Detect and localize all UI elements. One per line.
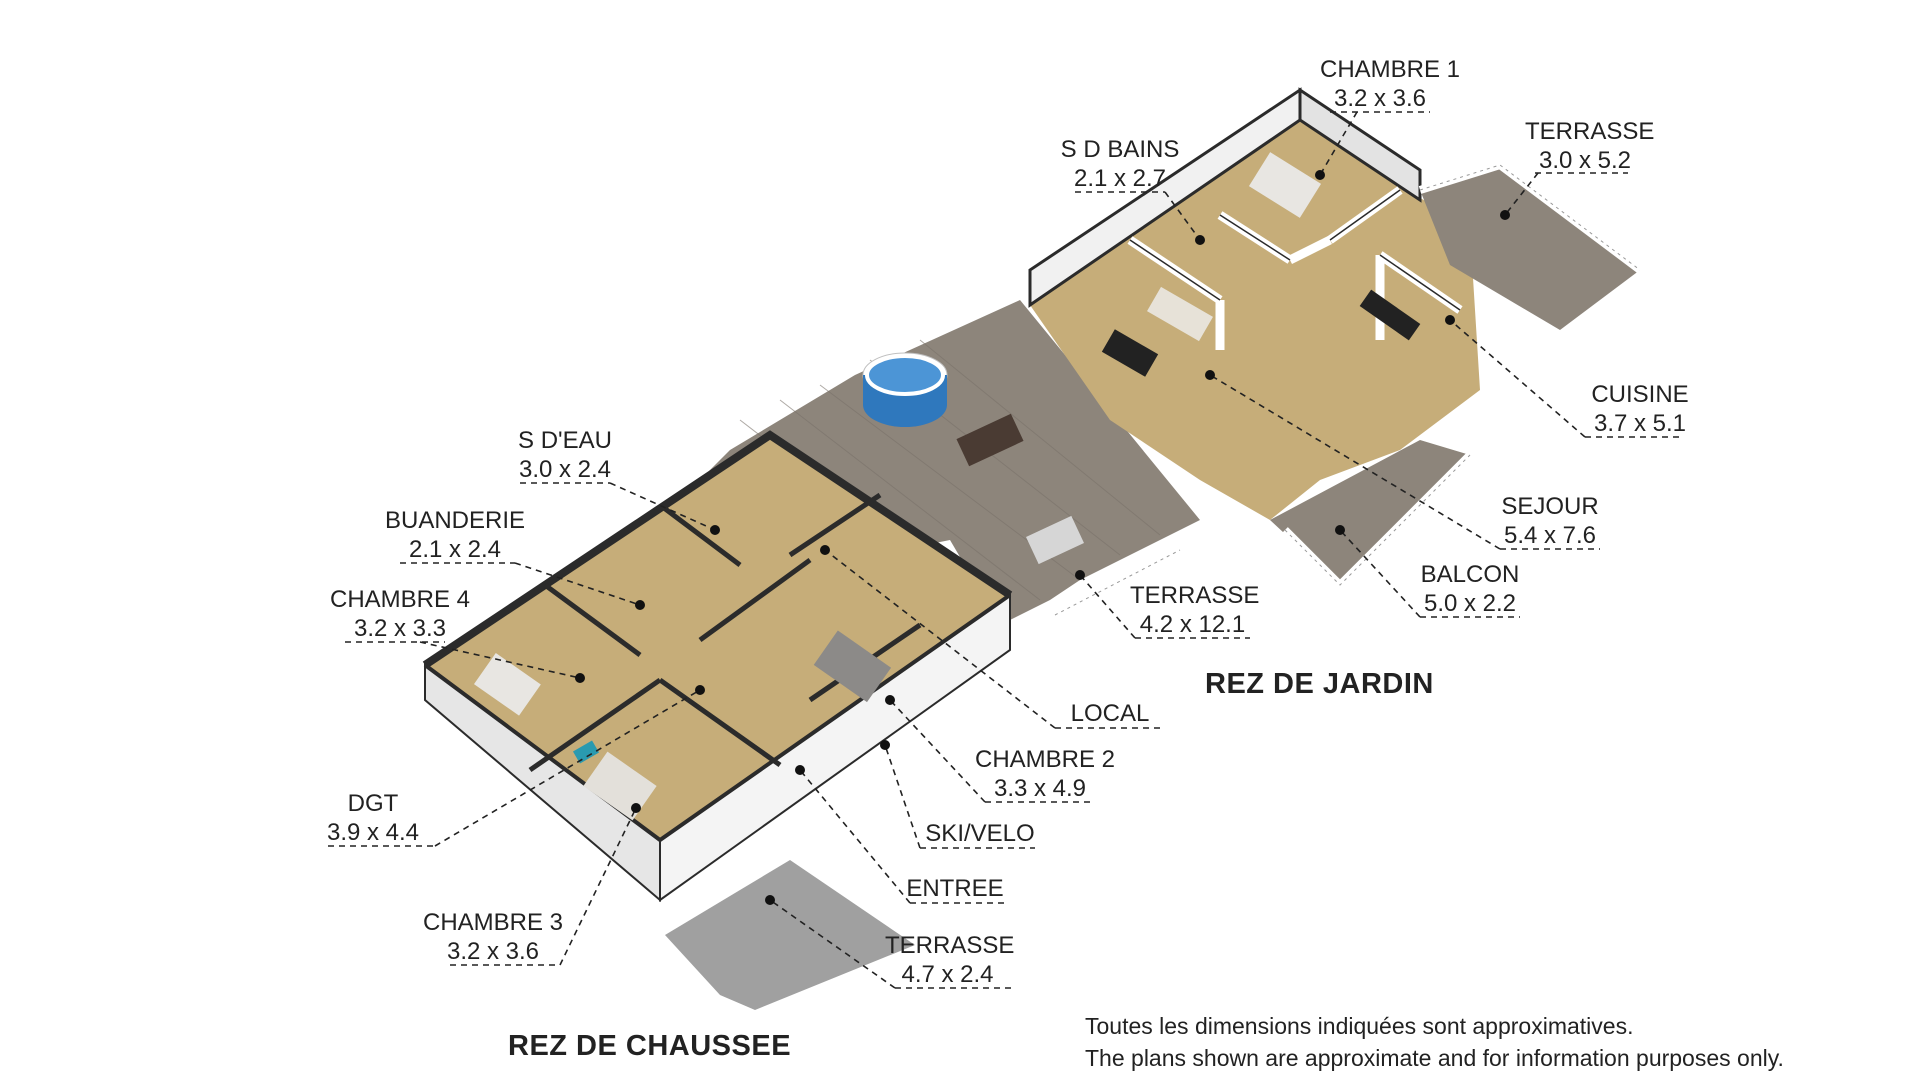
room-label-buanderie: BUANDERIE 2.1 x 2.4 <box>385 507 525 565</box>
disclaimer-english: The plans shown are approximate and for … <box>1085 1045 1784 1072</box>
room-label-terrasse-large: TERRASSE 4.2 x 12.1 <box>1130 582 1260 640</box>
room-dimensions: 3.7 x 5.1 <box>1593 409 1687 437</box>
room-label-chambre-1: CHAMBRE 1 3.2 x 3.6 <box>1320 56 1461 114</box>
jardin-house-floor <box>1030 120 1480 520</box>
room-dimensions: 3.2 x 3.3 <box>353 614 447 642</box>
room-name: CHAMBRE 3 <box>422 909 564 936</box>
section-title-rez-de-chaussee: REZ DE CHAUSSEE <box>508 1030 792 1062</box>
room-name: S D BAINS <box>1060 136 1180 163</box>
chaussee-partitions <box>528 492 922 773</box>
bed-chambre-3 <box>583 751 657 821</box>
section-title-rez-de-jardin: REZ DE JARDIN <box>1205 668 1434 700</box>
terrasse-rdc-ground <box>665 860 915 1010</box>
outdoor-table <box>1026 515 1084 565</box>
room-label-terrasse-jardin: TERRASSE 3.0 x 5.2 <box>1525 118 1655 176</box>
dining-table <box>956 413 1024 467</box>
room-dimensions: 2.1 x 2.7 <box>1073 164 1167 192</box>
terrasse-upper-deck <box>1420 165 1640 330</box>
pool <box>862 352 948 427</box>
room-label-balcon: BALCON 5.0 x 2.2 <box>1415 561 1525 619</box>
room-name: ENTREE <box>906 875 1004 902</box>
room-dimensions: 3.0 x 2.4 <box>518 455 612 483</box>
room-label-entree: ENTREE <box>905 875 1005 904</box>
room-name: TERRASSE <box>1130 582 1260 609</box>
room-dimensions: 3.9 x 4.4 <box>326 818 420 846</box>
room-dots <box>575 170 1510 905</box>
rez-de-jardin-floor <box>700 87 1643 625</box>
room-label-chambre-2: CHAMBRE 2 3.3 x 4.9 <box>975 746 1116 804</box>
room-name: TERRASSE <box>1525 118 1655 145</box>
room-label-sejour: SEJOUR 5.4 x 7.6 <box>1495 493 1605 551</box>
room-label-local: LOCAL <box>1055 700 1165 729</box>
room-name: SKI/VELO <box>925 820 1035 847</box>
room-dimensions: 5.4 x 7.6 <box>1503 521 1597 549</box>
room-dimensions: 3.3 x 4.9 <box>993 774 1087 802</box>
room-dimensions: 5.0 x 2.2 <box>1423 589 1517 617</box>
jardin-wall-right <box>1298 87 1422 203</box>
room-dimensions: 2.1 x 2.4 <box>408 535 502 563</box>
balcon-deck <box>1270 440 1470 585</box>
room-name: CUISINE <box>1591 381 1689 408</box>
room-dimensions: 4.7 x 2.4 <box>901 960 994 988</box>
room-name: LOCAL <box>1070 700 1150 727</box>
disclaimer: Toutes les dimensions indiquées sont app… <box>1085 1010 1784 1074</box>
bed-chambre-1 <box>1248 152 1322 218</box>
kitchen-counter <box>1359 289 1421 341</box>
rez-de-chaussee-floor <box>422 430 1013 1010</box>
sofa <box>1147 286 1213 342</box>
room-label-terrasse-rdc: TERRASSE 4.7 x 2.4 <box>885 932 1015 990</box>
room-name: TERRASSE <box>885 932 1015 959</box>
teal-pillow <box>572 740 600 764</box>
room-label-chambre-3: CHAMBRE 3 3.2 x 3.6 <box>418 909 568 967</box>
room-label-dgt: DGT 3.9 x 4.4 <box>318 790 428 848</box>
bed-chambre-4 <box>473 652 541 716</box>
room-name: DGT <box>347 790 399 817</box>
room-name: CHAMBRE 4 <box>329 586 471 613</box>
room-name: CHAMBRE 2 <box>975 746 1116 773</box>
room-name: BUANDERIE <box>385 507 526 534</box>
room-label-s-d-eau: S D'EAU 3.0 x 2.4 <box>510 427 620 485</box>
room-dimensions: 3.0 x 5.2 <box>1538 146 1632 174</box>
room-name: BALCON <box>1420 561 1520 588</box>
room-name: CHAMBRE 1 <box>1320 56 1461 83</box>
bed-chambre-2 <box>813 630 892 703</box>
leader-lines <box>328 111 1680 989</box>
room-label-cuisine: CUISINE 3.7 x 5.1 <box>1585 381 1695 439</box>
room-label-ski-velo: SKI/VELO <box>920 820 1040 849</box>
room-dimensions: 4.2 x 12.1 <box>1139 610 1246 638</box>
room-label-s-d-bains: S D BAINS 2.1 x 2.7 <box>1060 136 1180 194</box>
disclaimer-french: Toutes les dimensions indiquées sont app… <box>1085 1013 1634 1039</box>
room-dimensions: 3.2 x 3.6 <box>446 937 540 965</box>
room-dimensions: 3.2 x 3.6 <box>1333 84 1427 112</box>
tv-unit <box>1101 329 1159 377</box>
room-name: S D'EAU <box>518 427 612 454</box>
room-name: SEJOUR <box>1501 493 1599 520</box>
room-label-chambre-4: CHAMBRE 4 3.2 x 3.3 <box>325 586 475 644</box>
